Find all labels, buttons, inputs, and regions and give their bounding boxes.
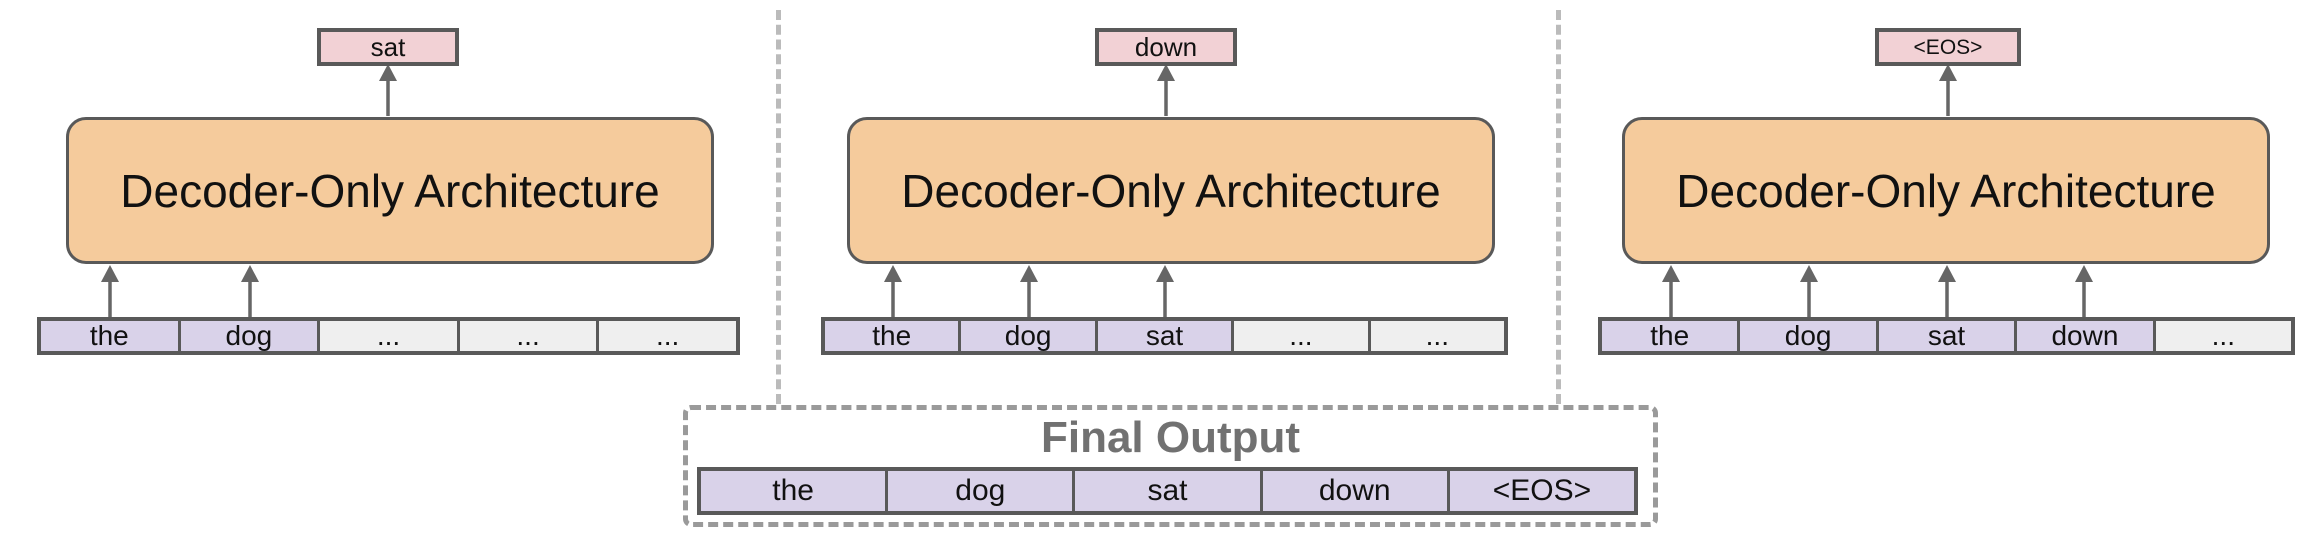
input-arrow <box>1156 265 1174 317</box>
placeholder-cell: ... <box>1231 321 1368 351</box>
final-output-title: Final Output <box>1040 413 1301 462</box>
output-arrow <box>1157 64 1175 116</box>
token-cell: down <box>1259 471 1447 511</box>
decoder-box: Decoder-Only Architecture <box>847 117 1495 264</box>
token-cell: dog <box>1737 321 1876 351</box>
decoder-box: Decoder-Only Architecture <box>1622 117 2270 264</box>
input-arrow <box>884 265 902 317</box>
output-arrow <box>379 64 397 116</box>
placeholder-cell: ... <box>2152 321 2292 351</box>
input-token-row: the dog sat down ... <box>1598 317 2295 355</box>
output-token-box: down <box>1095 28 1237 66</box>
decoder-box: Decoder-Only Architecture <box>66 117 714 264</box>
final-output-box: Final Output <box>683 405 1658 527</box>
decoder-label: Decoder-Only Architecture <box>120 164 660 217</box>
token-cell: <EOS> <box>1446 471 1635 511</box>
output-token-box: <EOS> <box>1875 28 2021 66</box>
input-token-row: the dog ... ... ... <box>37 317 740 355</box>
output-token-box: sat <box>317 28 459 66</box>
decoder-label: Decoder-Only Architecture <box>1676 164 2216 217</box>
placeholder-cell: ... <box>456 321 597 351</box>
input-token-row: the dog sat ... ... <box>821 317 1508 355</box>
token-cell: dog <box>177 321 318 351</box>
panel-divider <box>1556 10 1561 404</box>
token-cell: the <box>701 471 886 511</box>
token-cell: dog <box>958 321 1095 351</box>
input-arrow <box>241 265 259 317</box>
token-cell: sat <box>1875 321 2015 351</box>
token-cell: the <box>41 321 178 351</box>
token-cell: the <box>825 321 959 351</box>
token-cell: sat <box>1072 471 1260 511</box>
input-arrow <box>1800 265 1818 317</box>
output-token-label: sat <box>370 32 406 62</box>
placeholder-cell: ... <box>1367 321 1505 351</box>
token-cell: dog <box>885 471 1073 511</box>
input-arrow <box>101 265 119 317</box>
token-cell: down <box>2014 321 2153 351</box>
input-arrow <box>1020 265 1038 317</box>
input-arrow <box>1938 265 1956 317</box>
output-token-label: down <box>1134 32 1198 62</box>
output-arrow <box>1939 64 1957 116</box>
final-output-token-row: the dog sat down <EOS> <box>697 467 1638 515</box>
decoder-label: Decoder-Only Architecture <box>901 164 1441 217</box>
input-arrow <box>1662 265 1680 317</box>
input-arrow <box>2075 265 2093 317</box>
placeholder-cell: ... <box>317 321 457 351</box>
token-cell: the <box>1602 321 1738 351</box>
token-cell: sat <box>1094 321 1232 351</box>
output-token-label: <EOS> <box>1913 35 1983 59</box>
placeholder-cell: ... <box>596 321 736 351</box>
panel-divider <box>776 10 781 404</box>
